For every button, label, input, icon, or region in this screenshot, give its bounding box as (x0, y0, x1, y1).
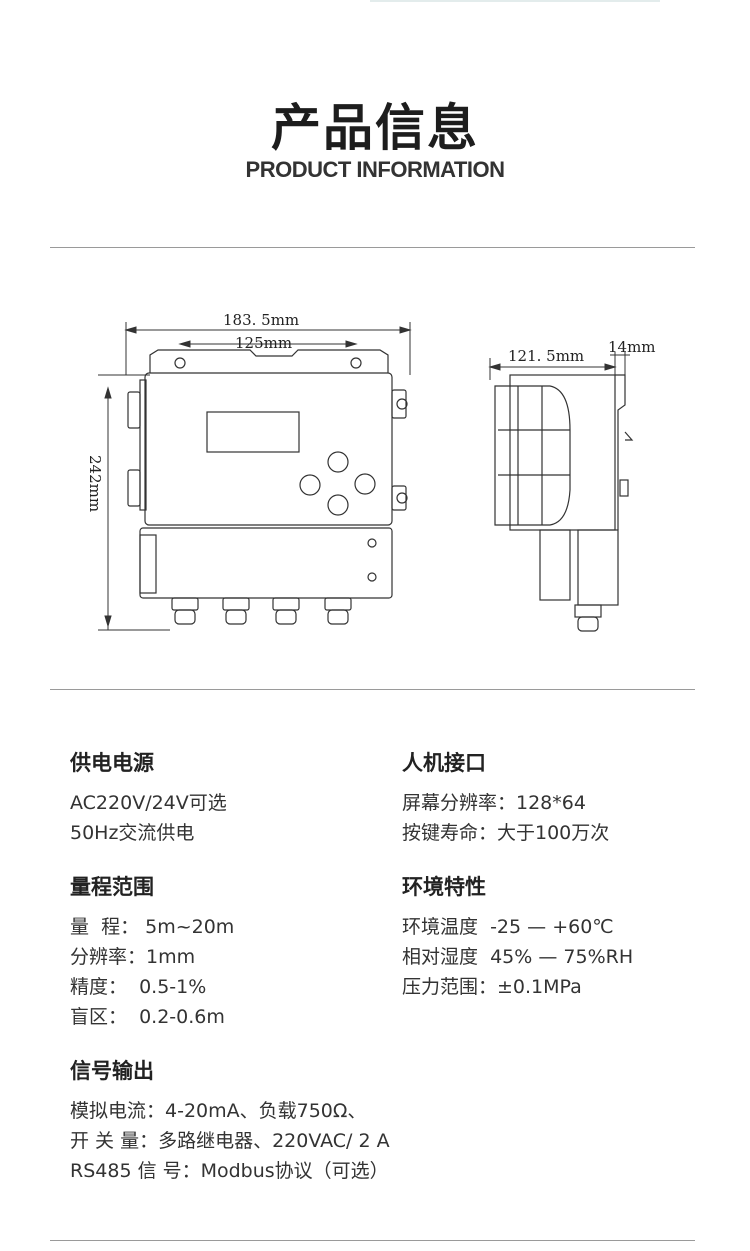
spec-line: 环境温度 -25 — +60℃ (402, 916, 614, 938)
mount-hole-left (174, 357, 186, 369)
spec-line: RS485 信 号：Modbus协议（可选） (70, 1160, 389, 1182)
button-right (354, 473, 376, 495)
dim-side-depth: 121. 5mm (508, 347, 584, 365)
button-up (327, 451, 349, 473)
spec-line: 屏幕分辨率：128*64 (402, 792, 586, 814)
dimension-drawing: 183. 5mm 125mm 242mm 121. 5mm 14mm (86, 311, 656, 632)
divider-bottom (50, 1240, 695, 1241)
spec-line: AC220V/24V可选 (70, 792, 227, 814)
button-down (327, 494, 349, 516)
dim-side-offset: 14mm (608, 338, 656, 356)
spec-line: 50Hz交流供电 (70, 822, 195, 844)
display-window (206, 411, 300, 453)
spec-line: 相对湿度 45% — 75%RH (402, 946, 634, 968)
dim-front-width: 183. 5mm (223, 311, 299, 329)
terminal-cover (139, 527, 393, 599)
spec-line: 开 关 量：多路继电器、220VAC/ 2 A (70, 1130, 390, 1152)
dim-height: 242mm (86, 455, 104, 512)
spec-hmi: 人机接口 屏幕分辨率：128*64 按键寿命：大于100万次 (402, 748, 609, 848)
divider-top (50, 247, 695, 248)
spec-line: 盲区： 0.2-0.6m (70, 1006, 225, 1028)
page-subtitle: PRODUCT INFORMATION (245, 157, 505, 182)
top-accent-line (370, 0, 660, 2)
spec-range: 量程范围 量 程： 5m~20m 分辨率：1mm 精度： 0.5-1% 盲区： … (70, 872, 234, 1032)
spec-title: 人机接口 (402, 751, 486, 775)
spec-line: 量 程： 5m~20m (70, 916, 235, 938)
dim-mount-width: 125mm (235, 334, 292, 352)
spec-environment: 环境特性 环境温度 -25 — +60℃ 相对湿度 45% — 75%RH 压力… (402, 872, 633, 1002)
mount-bracket (149, 349, 389, 373)
side-body (509, 374, 616, 531)
spec-line: 按键寿命：大于100万次 (402, 822, 610, 844)
spec-title: 环境特性 (402, 875, 486, 899)
spec-signal: 信号输出 模拟电流：4-20mA、负载750Ω、 开 关 量：多路继电器、220… (70, 1056, 390, 1186)
front-body (144, 372, 393, 526)
spec-title: 信号输出 (70, 1059, 154, 1083)
spec-title: 供电电源 (70, 751, 154, 775)
cable-glands (171, 597, 352, 625)
divider-middle (50, 689, 695, 690)
spec-power: 供电电源 AC220V/24V可选 50Hz交流供电 (70, 748, 227, 848)
spec-line: 模拟电流：4-20mA、负载750Ω、 (70, 1100, 367, 1122)
page-title: 产品信息 (271, 99, 479, 157)
spec-line: 压力范围：±0.1MPa (402, 976, 582, 998)
mount-hole-right (350, 357, 362, 369)
spec-title: 量程范围 (70, 875, 154, 899)
button-left (299, 474, 321, 496)
spec-line: 精度： 0.5-1% (70, 976, 207, 998)
spec-line: 分辨率：1mm (70, 946, 196, 968)
